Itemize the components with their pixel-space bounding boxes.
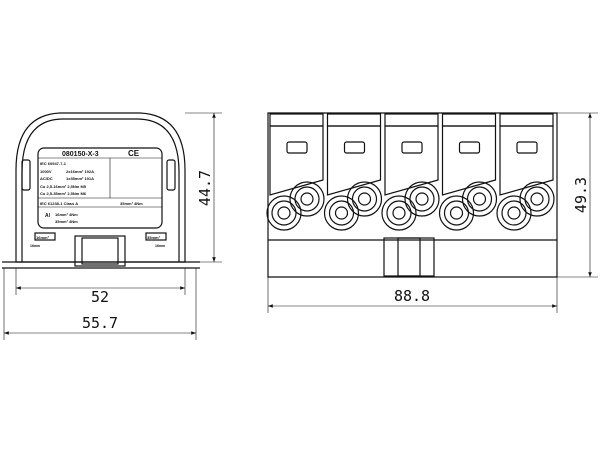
terminal-body (269, 125, 324, 196)
side-view (266, 112, 558, 278)
strip-left: 16mm (30, 244, 40, 248)
label-cu2: Cu 2,5-35mm² 2,5Nm M6 (40, 191, 87, 196)
terminal-top (499, 113, 554, 127)
screw-hole-icon (294, 186, 320, 212)
screw-hole-icon (530, 192, 544, 206)
dim-side-height: 49.3 (572, 177, 590, 213)
screw-hole-icon (438, 195, 475, 231)
screw-hole-icon (524, 186, 550, 212)
terminal-window (458, 141, 481, 154)
screw-hole-icon (271, 200, 297, 226)
dim-front-height: 44.7 (196, 170, 214, 206)
terminal-top (384, 113, 439, 127)
din-clip (383, 237, 435, 277)
screw-hole-icon (386, 200, 412, 226)
terminal-body (326, 125, 382, 196)
terminal-top (269, 113, 324, 127)
screw-hole-icon (404, 181, 440, 217)
screw-hole-icon (392, 206, 406, 220)
screw-hole-icon (415, 192, 429, 206)
screw-hole-icon (443, 200, 470, 226)
screw-hole-icon (328, 200, 355, 226)
screw-hole-icon (289, 181, 325, 217)
screw-hole-icon (449, 206, 464, 220)
tag-right: 35mm² (147, 235, 161, 240)
terminal-top (326, 113, 382, 127)
front-view: 080150-X-3 CE IEC 60947-7-1 1000V AC/DC … (2, 112, 200, 269)
ce-mark: CE (128, 149, 140, 158)
screw-hole-icon (323, 195, 360, 231)
terminal-body (384, 125, 439, 196)
screw-hole-icon (381, 195, 417, 231)
screw-hole-icon (300, 192, 314, 206)
dim-front-width-inner: 52 (91, 288, 109, 306)
part-number: 080150-X-3 (62, 151, 99, 158)
label-std1: IEC 60947-7-1 (40, 161, 67, 166)
dimension-lines (3, 112, 598, 340)
terminal-top (441, 113, 497, 127)
label-cu1: Cu 2,5-16mm² 2,5Nm M5 (40, 184, 87, 189)
screw-hole-icon (357, 192, 372, 206)
label-al: Al (45, 213, 51, 219)
terminal-window (516, 141, 538, 154)
terminal-window (343, 141, 366, 154)
terminal-body (499, 125, 554, 196)
label-rating1: 2x16mm² 192A (66, 169, 94, 174)
label-al2: 35mm² 4Nm (55, 219, 78, 224)
screw-hole-icon (277, 206, 291, 220)
screw-hole-icon (496, 195, 532, 231)
terminal-window (401, 141, 423, 154)
screw-hole-icon (472, 192, 487, 206)
label-voltage: 1000V (40, 169, 52, 174)
label-std2: IEC 61238-1 Class A (40, 201, 78, 206)
label-acdc: AC/DC (40, 176, 53, 181)
terminal-body (441, 125, 497, 196)
label-std2-value: 35mm² 4Nm (120, 201, 143, 206)
strip-right: 16mm (155, 244, 165, 248)
screw-hole-icon (346, 181, 383, 217)
screw-hole-icon (409, 186, 435, 212)
label-rating2: 1x35mm² 191A (66, 176, 94, 181)
screw-hole-icon (519, 181, 555, 217)
tag-left: 16mm² (36, 235, 50, 240)
screw-hole-icon (266, 195, 302, 231)
label-al1: 16mm² 4Nm (55, 212, 78, 217)
screw-hole-icon (351, 186, 378, 212)
screw-hole-icon (461, 181, 498, 217)
dim-side-width: 88.8 (394, 287, 430, 305)
terminal-window (286, 141, 308, 154)
screw-hole-icon (466, 186, 493, 212)
dim-front-width-outer: 55.7 (82, 314, 118, 332)
screw-hole-icon (334, 206, 349, 220)
screw-hole-icon (507, 206, 521, 220)
din-clip-inner (397, 237, 421, 277)
screw-hole-icon (501, 200, 527, 226)
